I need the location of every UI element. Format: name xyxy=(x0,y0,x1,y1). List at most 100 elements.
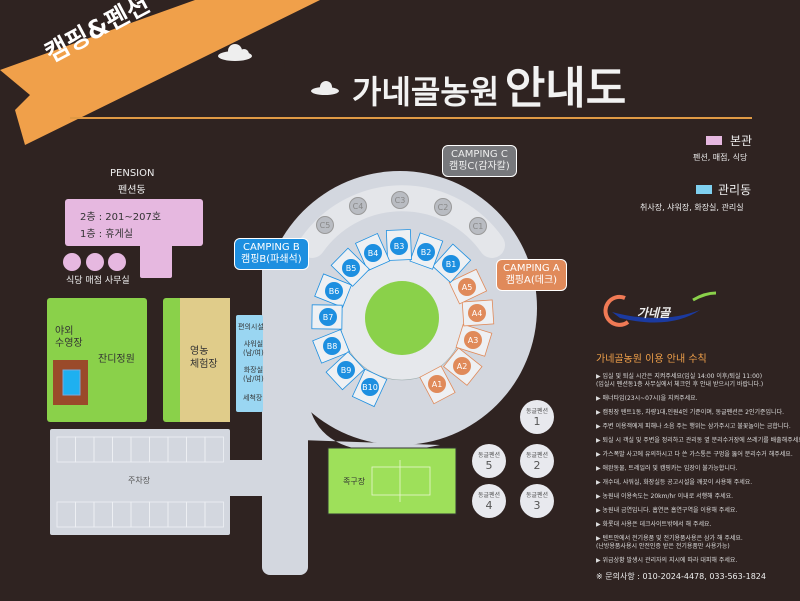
bullet-icon: ▶ xyxy=(596,395,603,402)
bullet-icon: ▶ xyxy=(596,423,603,430)
pension-title-ko: 펜션동 xyxy=(118,185,146,196)
rule-text: 매너타임(23시~07시)을 지켜주세요. xyxy=(602,395,698,402)
restaurant-icon xyxy=(63,253,81,271)
parking-label: 주차장 xyxy=(128,476,151,485)
farm-field xyxy=(180,298,230,422)
rule-text: 위급상황 발생시 관리자의 지시에 따라 대피해 주세요. xyxy=(602,557,738,564)
parking-stall xyxy=(204,501,224,528)
moon-icon xyxy=(284,48,305,79)
rule-text: 주변 이용객에게 피해나 소음 주는 행위는 삼가주시고 불꽃놀이는 금합니다. xyxy=(602,423,791,430)
parking-stall xyxy=(204,436,224,463)
campsite-b4[interactable]: B4 xyxy=(364,244,382,262)
banner-ribbon xyxy=(0,0,320,145)
bullet-icon: ▶ xyxy=(596,465,603,472)
campsite-c3[interactable]: C3 xyxy=(391,191,409,209)
washroom-label: 세척장 xyxy=(243,394,263,402)
campsite-b8[interactable]: B8 xyxy=(323,337,341,355)
cloud-icon xyxy=(218,44,252,61)
bullet-icon: ▶ xyxy=(596,507,603,514)
pool-label: 야외 수영장 xyxy=(55,326,83,349)
campsite-c2[interactable]: C2 xyxy=(434,198,452,216)
office-icon xyxy=(108,253,126,271)
rule-text: 입실 및 퇴실 시간은 지켜주세요(입실 14:00 이후/퇴실 11:00) … xyxy=(596,373,764,388)
shower-label: 샤워실 (남/여) xyxy=(243,340,264,357)
pension-floor2: 2층 : 201~207호 xyxy=(80,212,162,223)
camping-a-ko: 캠핑A(데크) xyxy=(505,275,558,286)
cabin-number: 2 xyxy=(533,458,541,472)
campsite-c4[interactable]: C4 xyxy=(349,197,367,215)
rule-text: 농원내 금연입니다. 흡연은 흡연구역을 이용해 주세요. xyxy=(602,507,738,514)
campsite-b7[interactable]: B7 xyxy=(319,308,337,326)
campsite-b1[interactable]: B1 xyxy=(442,255,460,273)
callout-camping-c: CAMPING C 캠핑C(감자칼) xyxy=(442,145,517,177)
campsite-a4[interactable]: A4 xyxy=(468,304,486,322)
page-title: 가네골농원 안내도 xyxy=(352,52,626,116)
cabin-label: 동글펜션 xyxy=(525,407,549,415)
logo-graphic xyxy=(603,291,717,327)
foot-volleyball-court xyxy=(327,447,457,515)
rules-title: 가네골농원 이용 안내 수칙 xyxy=(596,354,707,365)
foot-volleyball-label: 족구장 xyxy=(343,477,366,486)
rule-text: 화롯대 사용은 데크사이트밖에서 해 주세요. xyxy=(602,521,712,528)
toilet-label: 화장실 (남/여) xyxy=(243,366,264,383)
campsite-a1[interactable]: A1 xyxy=(428,375,446,393)
camping-c-en: CAMPING C xyxy=(450,149,508,160)
pension-title-en: PENSION xyxy=(110,168,155,179)
callout-camping-a: CAMPING A 캠핑A(데크) xyxy=(496,259,567,291)
pension-floor1: 1층 : 휴게실 xyxy=(80,229,133,240)
campsite-a5[interactable]: A5 xyxy=(458,278,476,296)
cabin-label: 동글펜션 xyxy=(477,491,501,499)
bullet-icon: ▶ xyxy=(596,557,603,564)
rules-panel: 가네골농원 이용 안내 수칙 ▶ 입실 및 퇴실 시간은 지켜주세요(입실 14… xyxy=(596,350,800,582)
bullet-icon: ▶ xyxy=(596,521,603,528)
bullet-icon: ▶ xyxy=(596,437,603,444)
camping-c-ko: 캠핑C(감자칼) xyxy=(449,161,510,172)
campsite-b6[interactable]: B6 xyxy=(325,282,343,300)
bullet-icon: ▶ xyxy=(596,493,603,500)
rule-text: 퇴실 시 객실 및 주변을 정리하고 관리동 옆 분리수거장에 쓰레기를 배출해… xyxy=(602,437,800,444)
contact-info: ※ 문의사항 : 010-2024-4478, 033-563-1824 xyxy=(596,572,766,581)
legend-swatch-main xyxy=(706,136,722,145)
farm-label: 영농 체험장 xyxy=(190,346,218,370)
pool xyxy=(62,369,81,396)
bullet-icon: ▶ xyxy=(596,373,603,380)
bullet-icon: ▶ xyxy=(596,451,603,458)
campsite-b3[interactable]: B3 xyxy=(390,237,408,255)
rule-text: 애완동물, 트레일러 및 캠핑카는 입장이 불가능합니다. xyxy=(602,465,738,472)
cabin-number: 5 xyxy=(485,458,493,472)
cabin-number: 3 xyxy=(533,498,541,512)
store-icon xyxy=(86,253,104,271)
rule-text: 텐트안에서 전기용품 및 전기용품사용은 삼가 해 주세요. (난방용품사용시 … xyxy=(596,535,743,550)
camping-b-ko: 캠핑B(파쇄석) xyxy=(241,254,302,265)
amenities-building xyxy=(236,315,263,412)
bullet-icon: ▶ xyxy=(596,479,603,486)
cloud-icon xyxy=(311,81,339,95)
legend-label: 본관 xyxy=(730,134,753,148)
camping-a-en: CAMPING A xyxy=(503,263,560,274)
cabin-label: 동글펜션 xyxy=(525,491,549,499)
bullet-icon: ▶ xyxy=(596,409,603,416)
rule-text: 개수대, 샤워실, 화장실등 공고시설을 깨끗이 사용해 주세요. xyxy=(602,479,753,486)
lawn-label: 잔디정원 xyxy=(98,354,135,365)
campsite-a3[interactable]: A3 xyxy=(464,331,482,349)
campsite-c5[interactable]: C5 xyxy=(316,216,334,234)
campsite-b9[interactable]: B9 xyxy=(337,361,355,379)
campsite-b10[interactable]: B10 xyxy=(361,378,379,396)
campsite-b2[interactable]: B2 xyxy=(417,243,435,261)
campsite-b5[interactable]: B5 xyxy=(342,259,360,277)
title-emphasis: 안내도 xyxy=(504,63,627,114)
legend-desc: 펜션, 매점, 식당 xyxy=(693,153,748,162)
pension-facilities: 식당 매점 사무실 xyxy=(66,276,130,286)
legend-desc: 취사장, 샤워장, 화장실, 관리실 xyxy=(640,203,744,212)
legend-label: 관리동 xyxy=(718,183,752,197)
rule-text: 농원내 이용속도는 20km/hr 이내로 서행해 주세요. xyxy=(602,493,734,500)
campsite-c1[interactable]: C1 xyxy=(469,217,487,235)
cabin-label: 동글펜션 xyxy=(477,451,501,459)
pension-stem xyxy=(140,240,172,278)
campsite-a2[interactable]: A2 xyxy=(453,357,471,375)
